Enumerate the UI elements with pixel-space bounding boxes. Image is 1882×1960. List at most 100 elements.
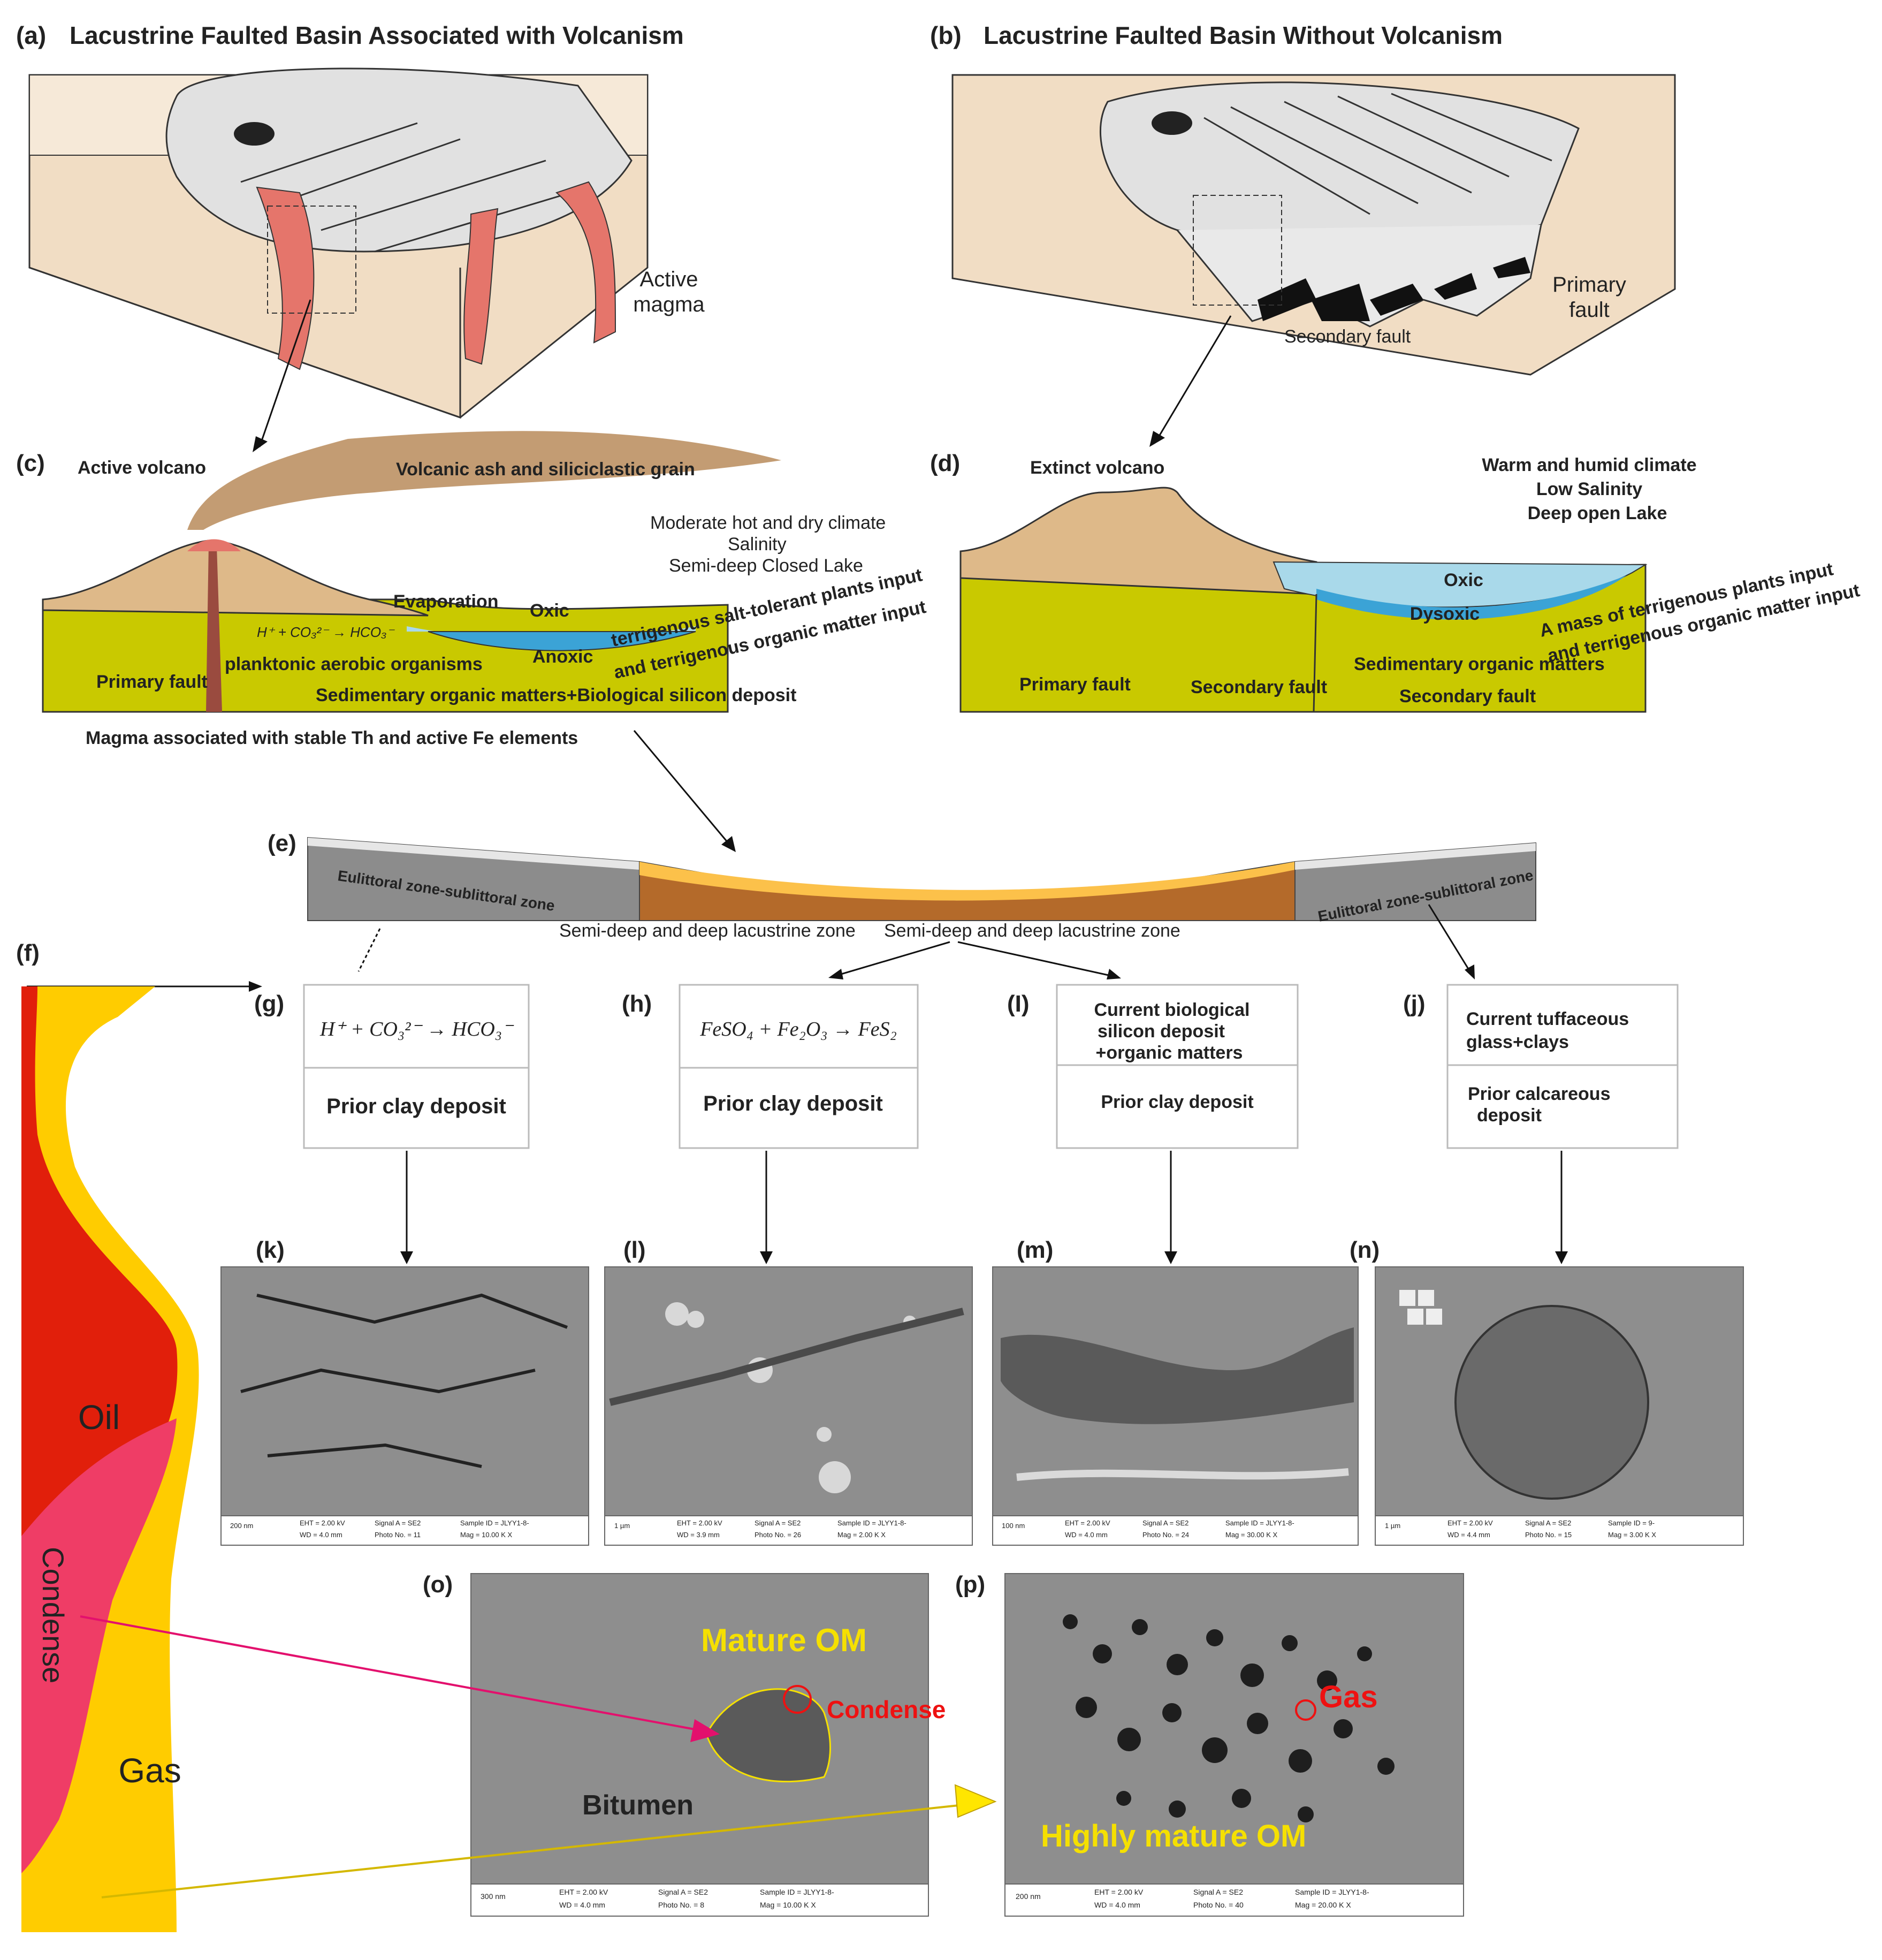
- arrow-e-to-i: [957, 941, 1116, 978]
- box-h-bottom: [679, 1067, 919, 1149]
- cross-section-e: [307, 837, 1536, 921]
- arrow-a-to-c: [258, 299, 311, 447]
- sed-c-label: Sedimentary organic matters+Biological s…: [316, 685, 796, 705]
- reaction-c: H⁺ + CO₃²⁻ → HCO₃⁻: [257, 624, 395, 640]
- sem-n-eht: EHT = 2.00 kV: [1447, 1519, 1493, 1527]
- panel-b-title: Lacustrine Faulted Basin Without Volcani…: [984, 21, 1503, 49]
- reaction-h: FeSO₄ + Fe₂O₃ → FeS₂: [699, 1018, 897, 1040]
- sem-l-eht: EHT = 2.00 kV: [677, 1519, 722, 1527]
- panel-i: (I) Current biological silicon deposit +…: [1007, 984, 1299, 1264]
- panel-g: (g) H⁺ + CO₃²⁻ → HCO₃⁻ Prior clay deposi…: [254, 984, 530, 1264]
- climate-c-3: Semi-deep Closed Lake: [669, 556, 863, 576]
- maturation-column: [21, 986, 199, 1932]
- sem-n-photo: Photo No. = 15: [1525, 1531, 1572, 1539]
- panel-f: (f) Oil Condense Gas: [16, 940, 262, 1932]
- sem-l-footer: [604, 1515, 973, 1546]
- gas-sem-label: Gas: [1319, 1680, 1378, 1714]
- sem-k-photo: Photo No. = 11: [375, 1531, 421, 1539]
- sem-k-scale: 200 nm: [230, 1522, 253, 1530]
- box-h-top: [679, 984, 919, 1069]
- mature-om-label: Mature OM: [701, 1622, 867, 1658]
- box-i-bottom: [1056, 1064, 1299, 1149]
- reaction-g: H⁺ + CO₃²⁻ → HCO₃⁻: [319, 1018, 514, 1040]
- dysoxic-label: Dysoxic: [1410, 604, 1480, 624]
- sem-k-signal: Signal A = SE2: [375, 1519, 421, 1527]
- arrow-gas-to-p: [101, 1803, 974, 1898]
- sem-o-signal: Signal A = SE2: [658, 1888, 708, 1896]
- panel-a: (a) Lacustrine Faulted Basin Associated …: [16, 21, 705, 452]
- sem-m-mag: Mag = 30.00 K X: [1225, 1531, 1278, 1539]
- sem-p-tag: (p): [955, 1571, 985, 1598]
- block-diagram-b: [951, 74, 1676, 376]
- sem-l-mag: Mag = 2.00 K X: [837, 1531, 886, 1539]
- panel-d: (d) Extinct volcano Warm and humid clima…: [633, 450, 1862, 852]
- sem-o-eht: EHT = 2.00 kV: [559, 1888, 608, 1896]
- gas-marker: [1295, 1699, 1316, 1721]
- panel-b-tag: (b): [930, 21, 962, 49]
- sem-p-footer: [1004, 1883, 1464, 1917]
- block-diagram-a: [28, 67, 649, 419]
- sem-p: (p) Gas Highly mature OM 200 nm EHT = 2.…: [955, 1571, 1464, 1917]
- sem-l-wd: WD = 3.9 mm: [677, 1531, 720, 1539]
- sem-m-tag: (m): [1017, 1237, 1053, 1263]
- magma-element-label: Magma associated with stable Th and acti…: [86, 728, 578, 748]
- bio-silicon-1: Current biological: [1094, 1000, 1250, 1020]
- calcareous-1: Prior calcareous: [1468, 1084, 1610, 1104]
- sem-n-mag: Mag = 3.00 K X: [1608, 1531, 1656, 1539]
- climate-d-1: Warm and humid climate: [1482, 455, 1696, 475]
- sem-l-signal: Signal A = SE2: [755, 1519, 801, 1527]
- ash-plume: [187, 431, 781, 530]
- box-j-bottom: [1446, 1064, 1679, 1149]
- sem-k-footer: [220, 1515, 589, 1546]
- condense-marker: [783, 1685, 812, 1714]
- deep-zone-label-2: Semi-deep and deep lacustrine zone: [884, 921, 1180, 941]
- sem-o-tag: (o): [423, 1571, 453, 1598]
- anoxic-label-c: Anoxic: [532, 647, 593, 667]
- panel-g-tag: (g): [254, 991, 284, 1017]
- prior-clay-g: Prior clay deposit: [326, 1095, 506, 1118]
- sem-p-wd: WD = 4.0 mm: [1094, 1901, 1140, 1909]
- sem-m-sample: Sample ID = JLYY1-8-: [1225, 1519, 1294, 1527]
- condense-sem-label: Condense: [827, 1696, 946, 1723]
- box-j-top: [1446, 984, 1679, 1066]
- prior-clay-h: Prior clay deposit: [703, 1092, 883, 1115]
- ash-label: Volcanic ash and siliciclastic grain: [396, 459, 695, 480]
- primary-fault-label-b-2: fault: [1569, 298, 1610, 322]
- panel-c: (c) Active volcano Volcanic ash and sili…: [16, 431, 928, 748]
- climate-c-1: Moderate hot and dry climate: [650, 513, 886, 533]
- tuffaceous-2: glass+clays: [1466, 1032, 1569, 1052]
- volcano-section-c: [42, 539, 729, 713]
- climate-c-2: Salinity: [728, 534, 787, 554]
- sem-k-eht: EHT = 2.00 kV: [300, 1519, 345, 1527]
- secondary-fault-d-1: Secondary fault: [1191, 677, 1327, 697]
- panel-a-title: Lacustrine Faulted Basin Associated with…: [70, 21, 684, 49]
- sem-k-tag: (k): [256, 1237, 285, 1263]
- evaporation-label: Evaporation: [393, 591, 498, 612]
- primary-fault-c: Primary fault: [96, 672, 208, 692]
- deep-zone-label-1: Semi-deep and deep lacustrine zone: [559, 921, 856, 941]
- arrow-e-to-g: [357, 928, 381, 972]
- bitumen-label: Bitumen: [582, 1790, 694, 1821]
- inset-box-b: [1193, 195, 1282, 306]
- sed-d-label: Sedimentary organic matters: [1354, 654, 1605, 674]
- sem-k-image: [220, 1266, 589, 1516]
- calcareous-2: deposit: [1477, 1105, 1542, 1126]
- sem-m-photo: Photo No. = 24: [1142, 1531, 1189, 1539]
- oil-label: Oil: [78, 1398, 120, 1437]
- sem-k-wd: WD = 4.0 mm: [300, 1531, 342, 1539]
- arrow-gas-head: [954, 1784, 997, 1818]
- sem-l-photo: Photo No. = 26: [755, 1531, 801, 1539]
- sem-n-scale: 1 µm: [1385, 1522, 1400, 1530]
- active-magma-label-1: Active: [640, 268, 698, 291]
- bio-silicon-3: +organic matters: [1096, 1043, 1243, 1063]
- arrow-e-to-j: [1428, 904, 1473, 975]
- sem-m-signal: Signal A = SE2: [1142, 1519, 1188, 1527]
- sem-l-tag: (l): [623, 1237, 646, 1263]
- sem-p-sample: Sample ID = JLYY1-8-: [1295, 1888, 1369, 1896]
- secondary-fault-label-b: Secondary fault: [1284, 326, 1411, 347]
- panel-e-tag: (e): [268, 830, 296, 856]
- oxic-label-c: Oxic: [530, 601, 569, 621]
- primary-fault-label-b-1: Primary: [1552, 273, 1626, 297]
- gas-label: Gas: [118, 1751, 181, 1790]
- panel-h-tag: (h): [622, 991, 652, 1017]
